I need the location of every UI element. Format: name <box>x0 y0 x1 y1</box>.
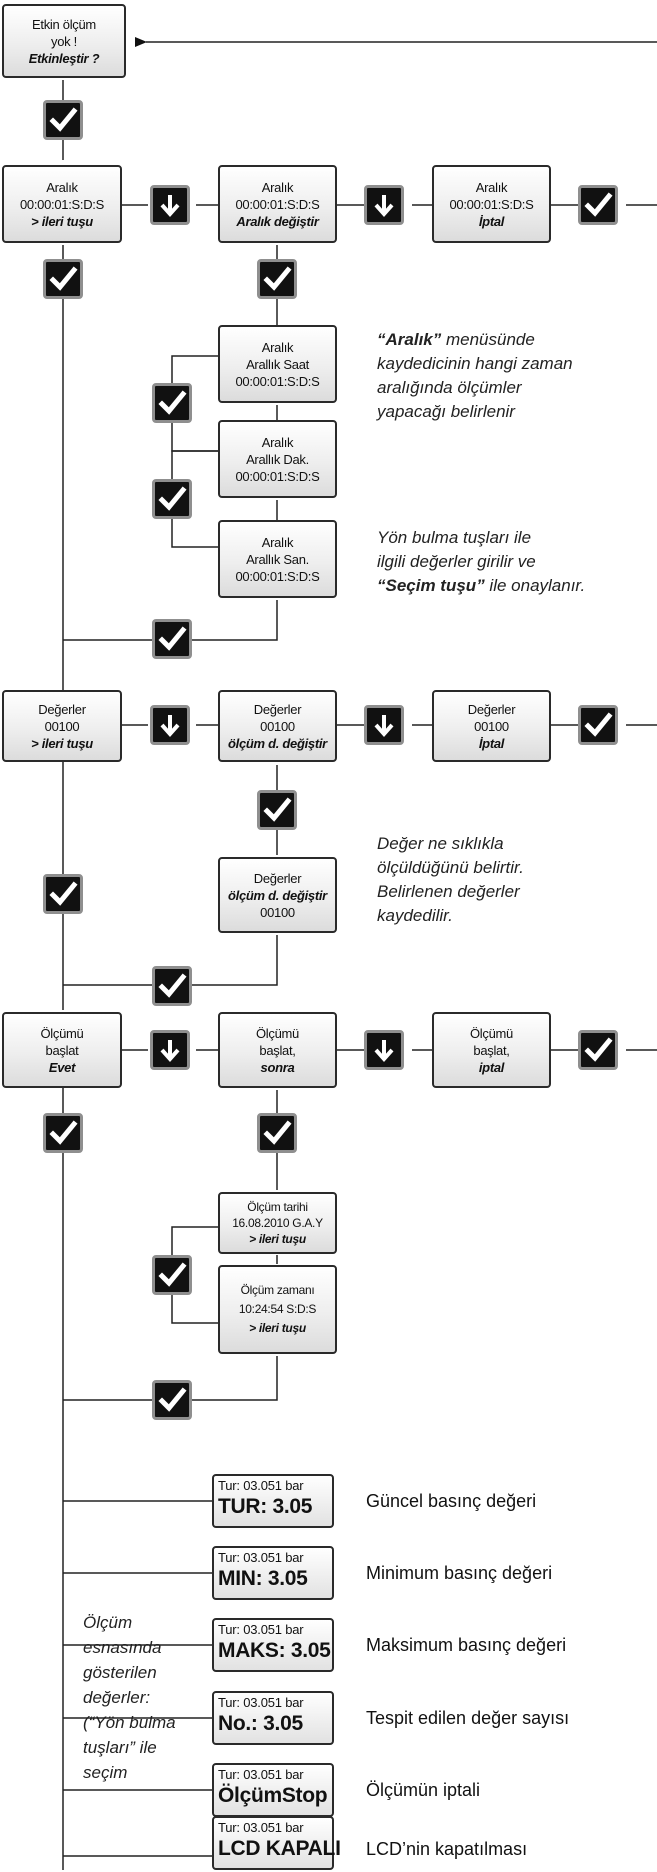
lcd-off-desc: LCD’nin kapatılması <box>366 1839 528 1859</box>
check-icon <box>43 874 83 914</box>
check-icon <box>257 1113 297 1153</box>
arrow-down-icon <box>364 185 404 225</box>
lcd-current-desc: Güncel basınç değeri <box>366 1491 537 1511</box>
arrow-down-icon <box>150 185 190 225</box>
check-icon <box>152 619 192 659</box>
start-measure-box: Ölçümü başlat Evet <box>2 1012 122 1088</box>
navigation-note: Yön bulma tuşları ile ilgili değerler gi… <box>377 528 586 595</box>
arrow-down-icon <box>150 1030 190 1070</box>
measure-time-box: Ölçüm zamanı 10:24:54 S:D:S > ileri tuşu <box>218 1265 337 1354</box>
check-icon <box>43 259 83 299</box>
arrow-down-icon <box>364 705 404 745</box>
lcd-off: Tur: 03.051 bar LCD KAPALI <box>212 1816 341 1870</box>
check-icon <box>257 790 297 830</box>
check-icon <box>152 1255 192 1295</box>
lcd-count-desc: Tespit edilen değer sayısı <box>366 1708 570 1728</box>
lcd-min: Tur: 03.051 bar MIN: 3.05 <box>212 1546 334 1600</box>
check-icon <box>43 1113 83 1153</box>
lcd-max: Tur: 03.051 bar MAKS: 3.05 <box>212 1618 334 1672</box>
displayed-values-note: Ölçüm esnasında gösterilen değerler: (“Y… <box>83 1613 176 1782</box>
interval-hour-box: Aralık Arallık Saat 00:00:01:S:D:S <box>218 325 337 403</box>
start-later-box: Ölçümü başlat, sonra <box>218 1012 337 1088</box>
check-icon <box>152 479 192 519</box>
check-icon <box>152 383 192 423</box>
lcd-min-desc: Minimum basınç değeri <box>366 1563 553 1583</box>
check-icon <box>152 1380 192 1420</box>
values-box: Değerler 00100 > ileri tuşu <box>2 690 122 762</box>
values-change-box: Değerler 00100 ölçüm d. değiştir <box>218 690 337 762</box>
interval-box: Aralık 00:00:01:S:D:S > ileri tuşu <box>2 165 122 243</box>
check-icon <box>578 1030 618 1070</box>
arrow-down-icon <box>150 705 190 745</box>
values-sub-box: Değerler ölçüm d. değiştir 00100 <box>218 857 337 933</box>
interval-second-box: Aralık Arallık San. 00:00:01:S:D:S <box>218 520 337 598</box>
interval-minute-box: Aralık Arallık Dak. 00:00:01:S:D:S <box>218 420 337 498</box>
lcd-current: Tur: 03.051 bar TUR: 3.05 <box>212 1474 334 1528</box>
interval-change-box: Aralık 00:00:01:S:D:S Aralık değiştir <box>218 165 337 243</box>
interval-cancel-box: Aralık 00:00:01:S:D:S İptal <box>432 165 551 243</box>
lcd-count: Tur: 03.051 bar No.: 3.05 <box>212 1691 334 1745</box>
check-icon <box>578 705 618 745</box>
arrow-down-icon <box>364 1030 404 1070</box>
values-note: Değer ne sıklıkla ölçüldüğünü belirtir. … <box>377 834 524 925</box>
check-icon <box>152 966 192 1006</box>
values-cancel-box: Değerler 00100 İptal <box>432 690 551 762</box>
start-box: Etkin ölçüm yok ! Etkinleştir ? <box>2 4 126 78</box>
interval-note: “Aralık” menüsünde kaydedicinin hangi za… <box>377 330 573 421</box>
lcd-stop: Tur: 03.051 bar ÖlçümStop <box>212 1763 334 1817</box>
check-icon <box>257 259 297 299</box>
lcd-stop-desc: Ölçümün iptali <box>366 1780 481 1800</box>
measure-date-box: Ölçüm tarihi 16.08.2010 G.A.Y > ileri tu… <box>218 1192 337 1254</box>
check-icon <box>43 100 83 140</box>
lcd-max-desc: Maksimum basınç değeri <box>366 1635 567 1655</box>
start-cancel-box: Ölçümü başlat, iptal <box>432 1012 551 1088</box>
check-icon <box>578 185 618 225</box>
